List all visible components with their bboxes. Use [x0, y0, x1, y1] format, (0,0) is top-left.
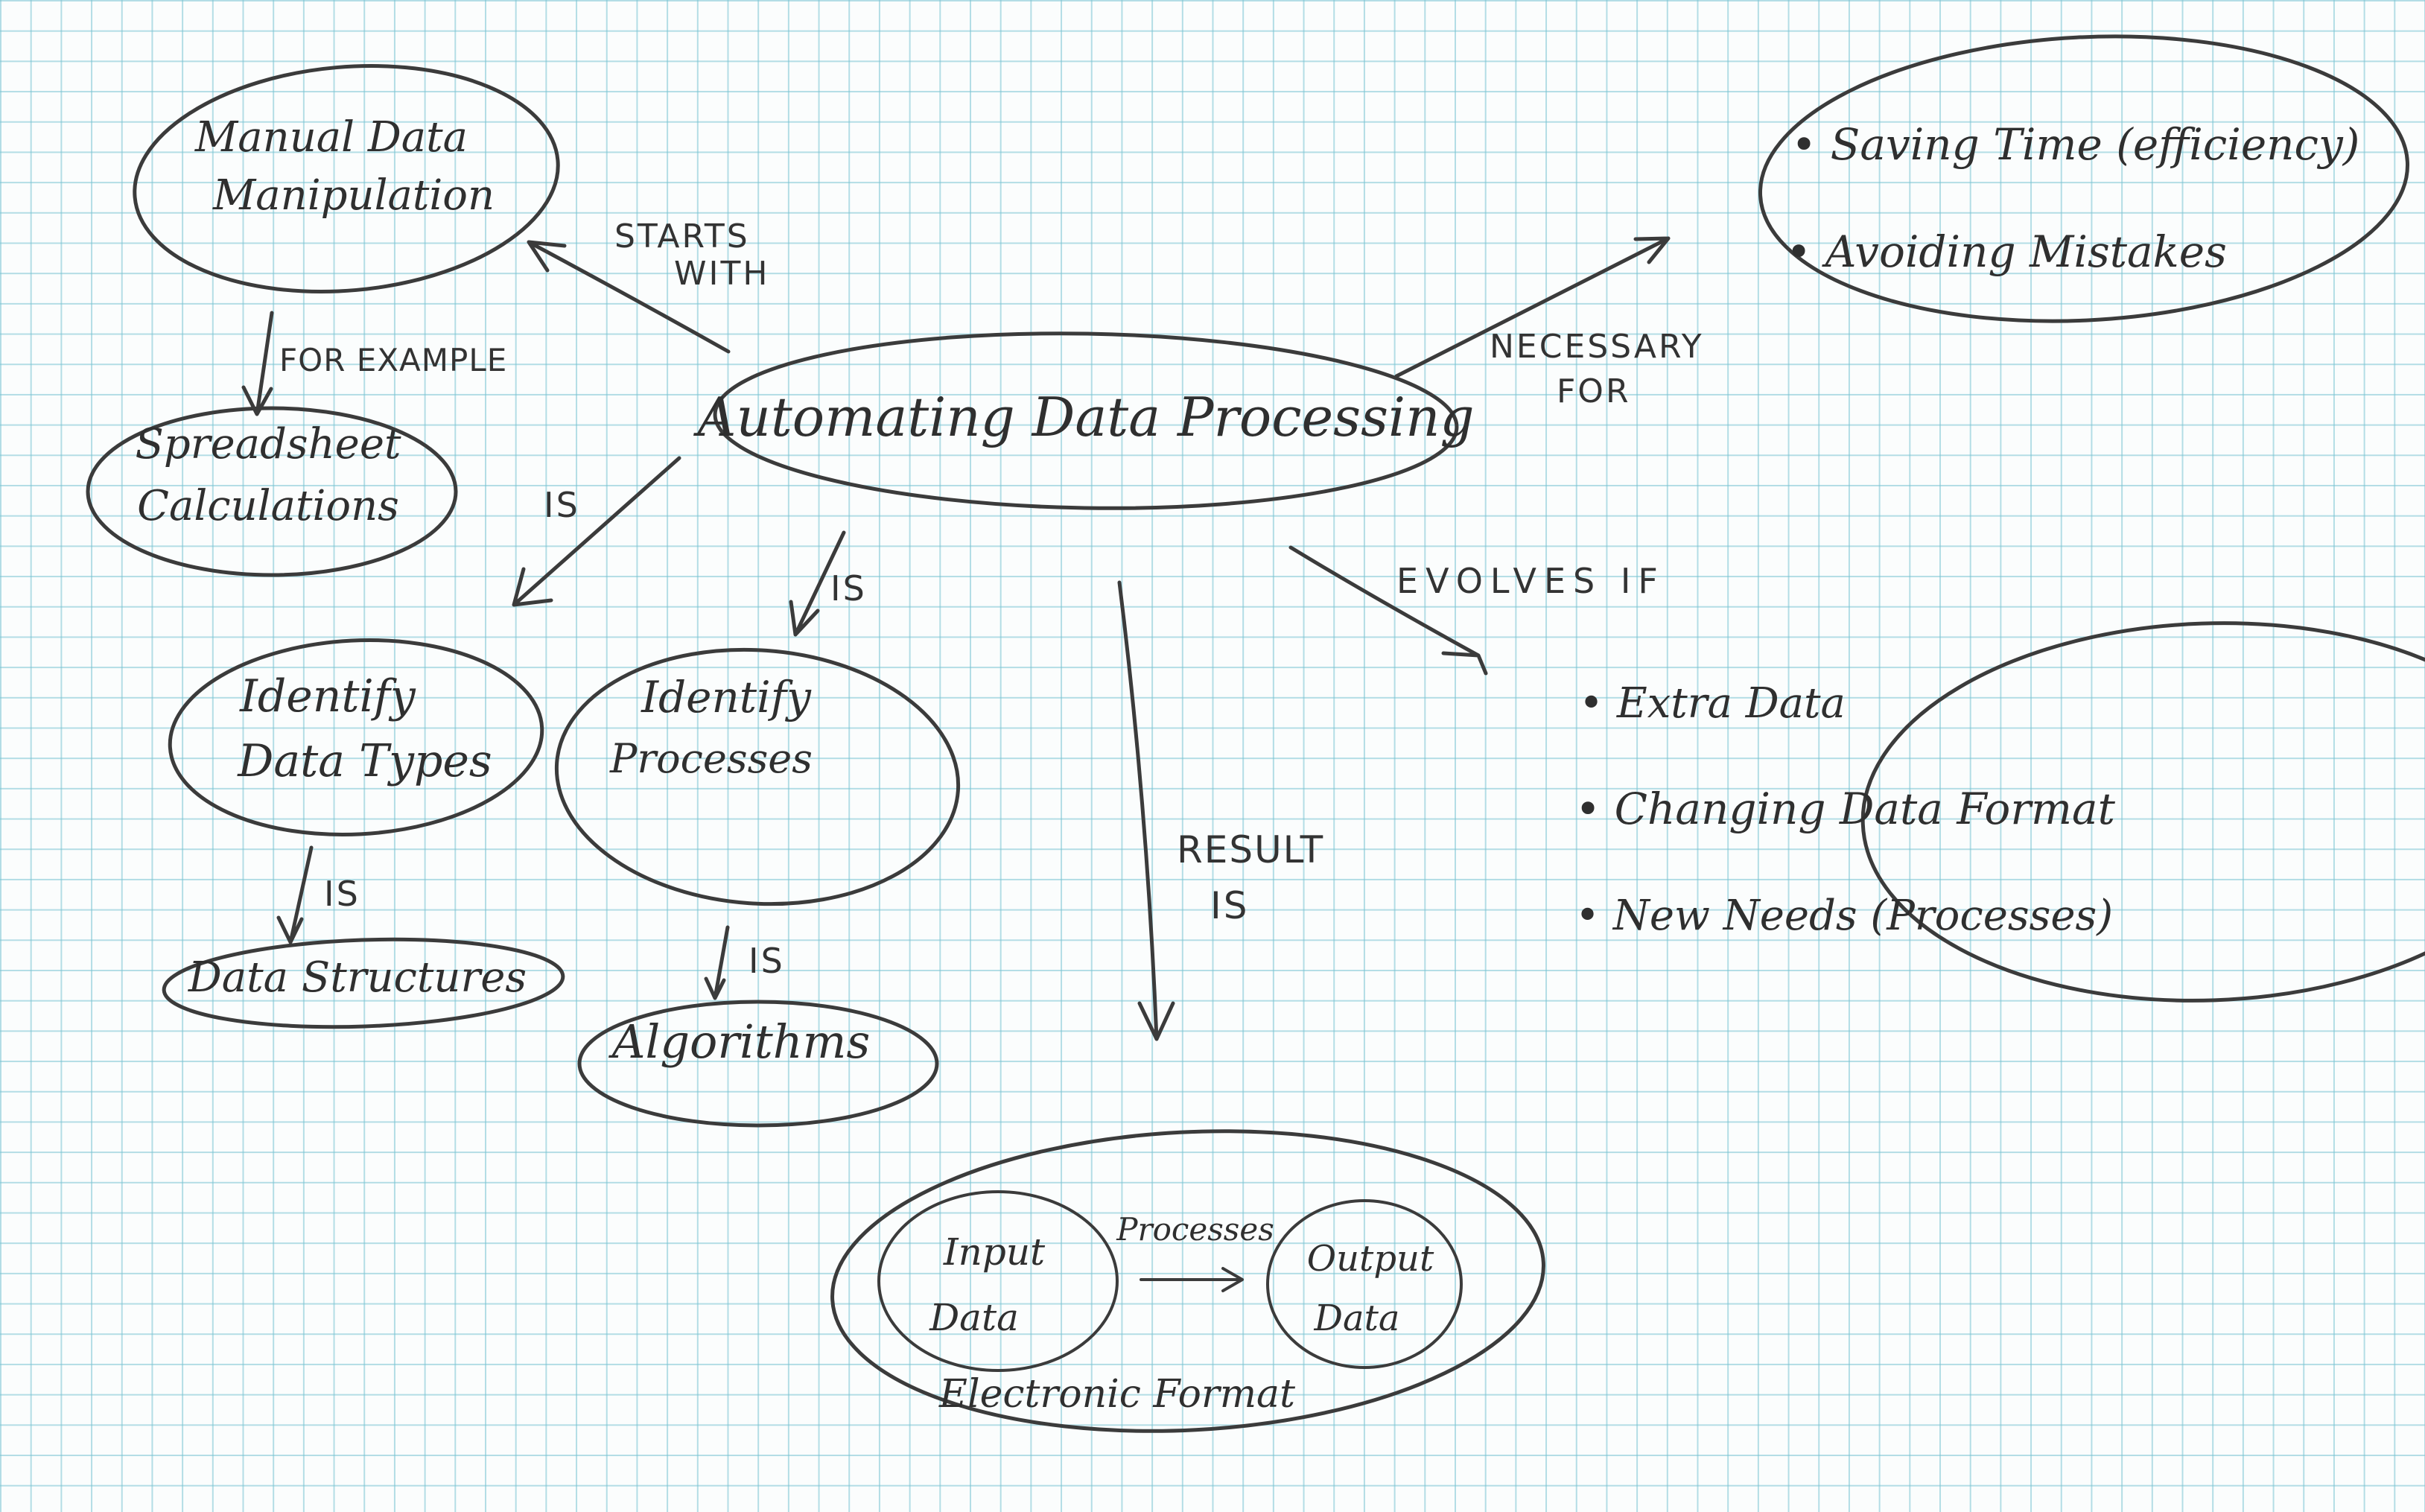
electronic-format-outline: [830, 1129, 1545, 1433]
processes-line2: Processes: [610, 735, 813, 782]
benefits-bullet-1: • Saving Time (efficiency): [1791, 119, 2360, 170]
manual-node-outline: [133, 64, 560, 293]
arrow-result-is: [1117, 580, 1175, 1041]
manual-node-line1: Manual Data: [194, 113, 468, 162]
input-data-outline: [877, 1190, 1119, 1372]
input-data-line1: Input: [943, 1230, 1046, 1274]
input-data-line2: Data: [929, 1296, 1019, 1339]
evolves-bullet-1: • Extra Data: [1579, 679, 1846, 728]
output-data-line1: Output: [1306, 1238, 1434, 1280]
arrow-processes: [1140, 1267, 1244, 1292]
link-starts-with-line2: WITH: [674, 255, 770, 293]
evolves-bullet-3: • New Needs (Processes): [1575, 892, 2114, 940]
data-structures-node-outline: [162, 937, 565, 1029]
arrow-starts-with: [527, 240, 731, 354]
link-evolves-if: EVOLVES IF: [1396, 561, 1665, 601]
algorithms-label: Algorithms: [611, 1014, 871, 1069]
arrow-is-structures: [276, 845, 314, 944]
data-types-line1: Identify: [240, 670, 416, 722]
link-is-types: IS: [544, 485, 580, 525]
link-necessary-for-line2: FOR: [1557, 372, 1631, 410]
electronic-format-caption: Electronic Format: [939, 1372, 1295, 1417]
evolves-item-2: Changing Data Format: [1614, 784, 2115, 834]
evolves-item-3: New Needs (Processes): [1612, 892, 2114, 940]
benefits-node-outline: [1758, 34, 2410, 323]
arrow-necessary-for: [1394, 236, 1671, 378]
link-result-is-line2: IS: [1210, 884, 1250, 927]
manual-node-line2: Manipulation: [212, 171, 495, 220]
link-is-processes: IS: [830, 568, 867, 609]
link-is-structures: IS: [324, 874, 360, 914]
evolves-item-1: Extra Data: [1616, 679, 1846, 728]
arrow-is-algorithms: [704, 925, 730, 1000]
spreadsheet-node-outline: [86, 406, 458, 577]
data-types-node-outline: [168, 638, 544, 836]
processes-line1: Identify: [641, 672, 811, 722]
benefits-bullet-2: • Avoiding Mistakes: [1786, 226, 2227, 277]
output-data-outline: [1266, 1199, 1463, 1369]
link-for-example: FOR EXAMPLE: [279, 342, 508, 378]
arrow-is-processes: [789, 530, 846, 637]
evolves-node-outline: [1860, 621, 2425, 1003]
evolves-bullet-2: • Changing Data Format: [1575, 784, 2115, 834]
central-node-label: Automating Data Processing: [697, 386, 1475, 448]
spreadsheet-node-line2: Calculations: [137, 482, 399, 530]
link-result-is-line1: RESULT: [1177, 828, 1325, 871]
arrow-for-example: [241, 311, 274, 416]
processes-arrow-label: Processes: [1116, 1211, 1274, 1248]
central-node-outline: [713, 331, 1459, 510]
link-is-algorithms: IS: [749, 941, 785, 981]
processes-node-outline: [554, 647, 961, 906]
benefits-item-2: Avoiding Mistakes: [1825, 226, 2227, 277]
output-data-line2: Data: [1314, 1297, 1400, 1339]
link-starts-with-line1: STARTS: [614, 217, 750, 255]
spreadsheet-node-line1: Spreadsheet: [135, 420, 401, 468]
data-structures-label: Data Structures: [188, 953, 527, 1002]
algorithms-node-outline: [577, 1000, 939, 1128]
data-types-line2: Data Types: [238, 735, 492, 787]
arrow-evolves-if: [1288, 545, 1488, 676]
link-necessary-for-line1: NECESSARY: [1490, 328, 1704, 366]
arrow-is-types: [512, 456, 681, 607]
benefits-item-1: Saving Time (efficiency): [1830, 119, 2360, 170]
